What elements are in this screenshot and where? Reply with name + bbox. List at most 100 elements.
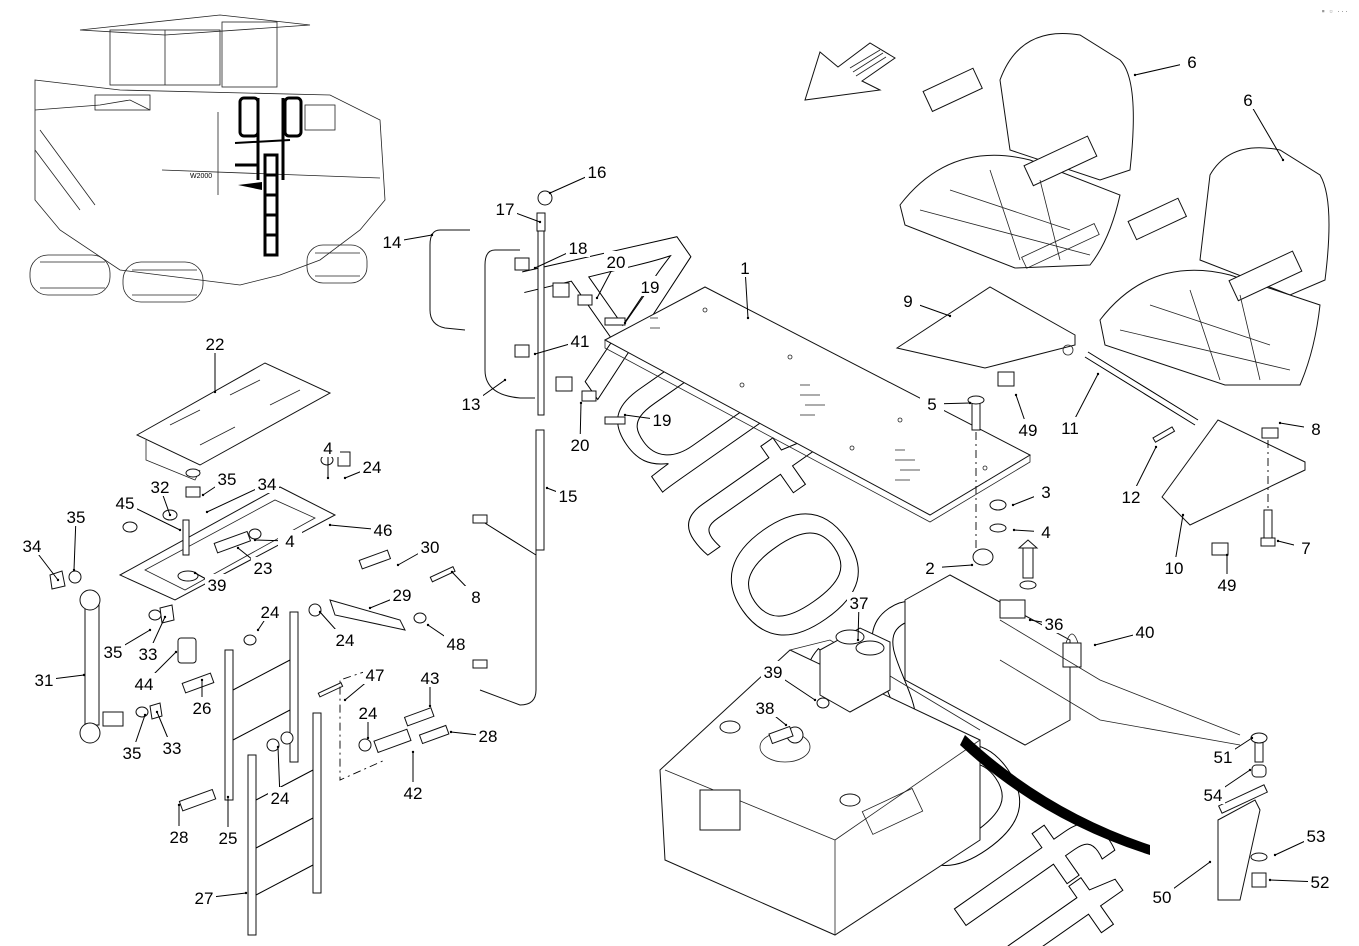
callout-26[interactable]: 26 [190,678,214,718]
part-number-label[interactable]: 39 [208,576,227,595]
callout-28[interactable]: 28 [167,803,191,847]
callout-8[interactable]: 8 [1278,418,1328,439]
callout-35[interactable]: 35 [120,713,147,763]
callout-6[interactable]: 6 [1133,51,1204,77]
callout-19[interactable]: 19 [623,409,674,430]
callout-25[interactable]: 25 [216,795,240,848]
callout-4[interactable]: 4 [253,530,302,551]
callout-31[interactable]: 31 [32,669,86,690]
callout-5[interactable]: 5 [920,393,972,414]
callout-29[interactable]: 29 [368,584,414,610]
part-number-label[interactable]: 11 [1061,419,1079,438]
callout-20[interactable]: 20 [595,251,628,300]
part-number-label[interactable]: 24 [261,603,280,622]
part-number-label[interactable]: 30 [421,538,440,557]
part-number-label[interactable]: 14 [383,233,402,252]
callout-13[interactable]: 13 [459,378,507,414]
part-number-label[interactable]: 48 [447,635,466,654]
callout-11[interactable]: 11 [1058,372,1100,438]
callout-43[interactable]: 43 [418,667,442,708]
callout-52[interactable]: 52 [1268,871,1332,892]
part-number-label[interactable]: 23 [254,559,273,578]
callout-12[interactable]: 12 [1119,445,1158,507]
part-number-label[interactable]: 28 [479,727,498,746]
part-number-label[interactable]: 28 [170,828,189,847]
part-number-label[interactable]: 34 [23,537,42,556]
part-number-label[interactable]: 8 [471,588,480,607]
callout-35[interactable]: 35 [201,468,239,497]
callout-36[interactable]: 36 [1028,613,1066,634]
part-number-label[interactable]: 33 [139,645,158,664]
callout-44[interactable]: 44 [132,650,178,694]
part-number-label[interactable]: 2 [925,559,934,578]
part-number-label[interactable]: 19 [653,411,672,430]
part-number-label[interactable]: 52 [1311,873,1330,892]
callout-3[interactable]: 3 [1011,481,1058,507]
part-number-label[interactable]: 35 [218,470,237,489]
part-number-label[interactable]: 44 [135,675,154,694]
part-number-label[interactable]: 49 [1218,576,1237,595]
callout-46[interactable]: 46 [328,519,395,540]
part-number-label[interactable]: 43 [421,669,440,688]
part-number-label[interactable]: 6 [1187,53,1196,72]
callout-47[interactable]: 47 [343,664,387,702]
callout-27[interactable]: 27 [192,887,248,908]
callout-24[interactable]: 24 [356,702,380,740]
part-number-label[interactable]: 4 [285,532,294,551]
part-number-label[interactable]: 12 [1122,488,1141,507]
part-number-label[interactable]: 41 [571,332,590,351]
part-number-label[interactable]: 39 [764,663,783,682]
part-number-label[interactable]: 20 [607,253,626,272]
callout-16[interactable]: 16 [548,161,609,195]
callout-34[interactable]: 34 [20,535,60,582]
part-number-label[interactable]: 16 [588,163,607,182]
callout-35[interactable]: 35 [64,506,88,572]
callout-24[interactable]: 24 [343,456,384,480]
callout-19[interactable]: 19 [623,276,662,325]
callout-41[interactable]: 41 [533,330,592,356]
callout-4[interactable]: 4 [316,437,340,480]
part-number-label[interactable]: 36 [1045,615,1064,634]
part-number-label[interactable]: 35 [123,744,142,763]
part-number-label[interactable]: 42 [404,784,423,803]
part-number-label[interactable]: 4 [323,439,332,458]
part-number-label[interactable]: 24 [336,631,355,650]
part-number-label[interactable]: 3 [1041,483,1050,502]
part-number-label[interactable]: 24 [271,789,290,808]
callout-54[interactable]: 54 [1201,768,1252,805]
callout-48[interactable]: 48 [426,623,468,654]
part-number-label[interactable]: 27 [195,889,214,908]
callout-42[interactable]: 42 [401,750,425,803]
callout-40[interactable]: 40 [1093,621,1157,647]
callout-24[interactable]: 24 [318,610,357,650]
callout-4[interactable]: 4 [1012,521,1058,542]
callout-35[interactable]: 35 [101,628,152,662]
callout-28[interactable]: 28 [449,725,500,746]
callout-22[interactable]: 22 [203,333,227,394]
callout-39[interactable]: 39 [193,571,229,595]
part-number-label[interactable]: 51 [1214,748,1233,767]
part-number-label[interactable]: 35 [67,508,86,527]
part-number-label[interactable]: 8 [1311,420,1320,439]
part-number-label[interactable]: 19 [641,278,660,297]
callout-1[interactable]: 1 [733,257,757,320]
callout-24[interactable]: 24 [256,601,282,632]
part-number-label[interactable]: 24 [363,458,382,477]
callout-7[interactable]: 7 [1276,537,1318,558]
callout-30[interactable]: 30 [396,536,442,567]
callout-23[interactable]: 23 [236,546,275,578]
part-number-label[interactable]: 34 [258,475,277,494]
callout-6[interactable]: 6 [1236,89,1285,162]
callout-9[interactable]: 9 [896,290,952,318]
part-number-label[interactable]: 22 [206,335,225,354]
part-number-label[interactable]: 26 [193,699,212,718]
part-number-label[interactable]: 4 [1041,523,1050,542]
window-controls[interactable]: ▪ ▫ ··· [1321,6,1349,16]
part-number-label[interactable]: 32 [151,478,170,497]
callout-34[interactable]: 34 [205,473,279,514]
part-number-label[interactable]: 40 [1136,623,1155,642]
part-number-label[interactable]: 15 [559,487,578,506]
callout-10[interactable]: 10 [1162,513,1186,578]
callout-18[interactable]: 18 [533,237,590,270]
part-number-label[interactable]: 38 [756,699,775,718]
